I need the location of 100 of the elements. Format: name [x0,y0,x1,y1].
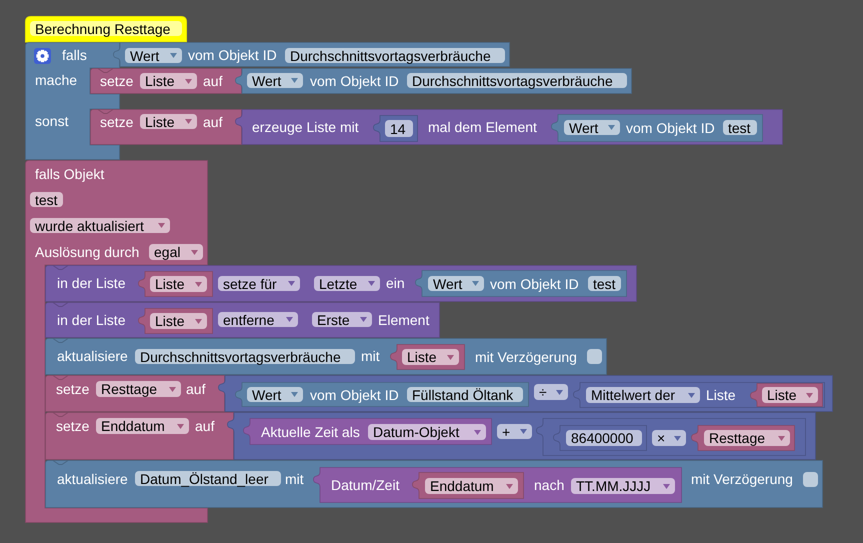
text-field: Füllstand Öltank [407,387,523,402]
block-label: vom Objekt ID [490,276,579,292]
block-label: mache [35,72,78,88]
dropdown-field: × [652,430,686,446]
block-label: Liste [706,387,736,403]
block-label: setze [100,114,134,130]
block-label: falls [62,47,87,63]
dropdown-field: entferne [218,312,298,327]
dropdown-field: Datum-Objekt [368,424,486,440]
block-label: sonst [35,113,68,129]
dropdown-field: setze für [218,276,300,291]
block-label: mit Verzögerung [475,349,577,365]
statement-block [90,109,242,145]
statement-block [45,265,637,302]
variable-block [138,271,213,297]
value-block [235,68,632,94]
dropdown-field: Wert [428,276,484,291]
statement-block [90,68,242,94]
dropdown-field: Liste [140,114,197,129]
statement-block [45,460,823,508]
dropdown-field: ÷ [534,384,568,400]
variable-block [412,472,524,499]
block-label: erzeuge Liste mit [252,119,359,135]
dropdown-field: Wert [564,120,620,135]
dropdown-field: Liste [140,73,197,89]
number-field: 14 [385,120,413,137]
math-block [573,382,825,408]
math-block [536,418,806,456]
value-block [415,270,627,297]
block-label: nach [534,477,564,493]
value-block [551,114,763,142]
dropdown-field: Wert [125,48,182,63]
block-label: vom Objekt ID [626,120,715,136]
block-label: ein [386,275,405,291]
dropdown-field: Erste [312,312,372,327]
block-label: mit [361,348,380,364]
block-label: auf [203,114,222,130]
text-field: test [723,120,757,135]
block-label: mit [285,471,304,487]
text-field: test [588,276,621,291]
text-field: Berechnung Resttage [30,21,182,36]
number-field: 86400000 [566,430,642,446]
block-label: setze [56,381,90,397]
block-label: auf [186,381,206,397]
block-label: setze [100,73,134,89]
value-block [313,467,682,503]
text-field: Durchschnittsvortagsverbräuche [407,73,627,88]
number-block [373,115,418,142]
dropdown-field: Mittelwert der [586,387,700,403]
dropdown-field: Wert [247,73,303,88]
text-field: Durchschnittsvortagsverbräuche [135,349,355,364]
dropdown-field: Resttage [704,430,790,446]
hat-block [25,16,187,42]
variable-block [750,383,823,407]
dropdown-field: Liste [402,349,459,365]
dropdown-field: Letzte [314,276,380,291]
statement-block [45,338,607,375]
dropdown-field: Enddatum [425,478,518,494]
dropdown-field: Enddatum [96,418,189,434]
text-field: Durchschnittsvortagsverbräuche [285,48,505,63]
variable-block [390,344,465,370]
statement-block [45,412,234,460]
dropdown-field: TT.MM.JJJJ [571,478,675,494]
math-block [227,412,816,460]
block-label: auf [195,418,214,434]
block-label: vom Objekt ID [310,387,399,403]
block-label: falls Objekt [35,166,104,182]
math-block [218,375,833,412]
block-label: Datum/Zeit [331,477,400,493]
variable-block [691,425,795,451]
dropdown-field: Liste [150,313,207,329]
block-label: vom Objekt ID [188,47,277,63]
block-label: mal dem Element [428,119,537,135]
block-label: in der Liste [57,312,126,328]
block-label: vom Objekt ID [310,73,399,89]
dropdown-field: Liste [150,276,207,292]
dropdown-field: Liste [762,387,818,403]
text-field: test [30,192,63,207]
block-label: Aktuelle Zeit als [261,424,360,440]
block-label: setze [56,418,90,434]
block-label: auf [203,73,222,89]
value-block [113,42,510,67]
dropdown-field: egal [149,244,203,260]
block-label: Auslösung durch [35,244,140,260]
block-label: aktualisiere [57,348,128,364]
dropdown-field: + [497,424,532,439]
dropdown-field: Resttage [96,381,181,397]
block-label: Element [378,312,430,328]
text-field: Datum_Ölstand_leer [135,471,281,486]
value-block [235,109,783,145]
statement-block [45,302,440,338]
variable-block [138,308,213,334]
statement-block [45,375,225,412]
block-label: in der Liste [57,275,126,291]
block-label: mit Verzögerung [691,471,793,487]
dropdown-field: Wert [247,387,303,402]
value-block [235,382,529,407]
block-label: aktualisiere [57,471,128,487]
dropdown-field: wurde aktualisiert [30,218,170,233]
number-block [553,425,647,451]
